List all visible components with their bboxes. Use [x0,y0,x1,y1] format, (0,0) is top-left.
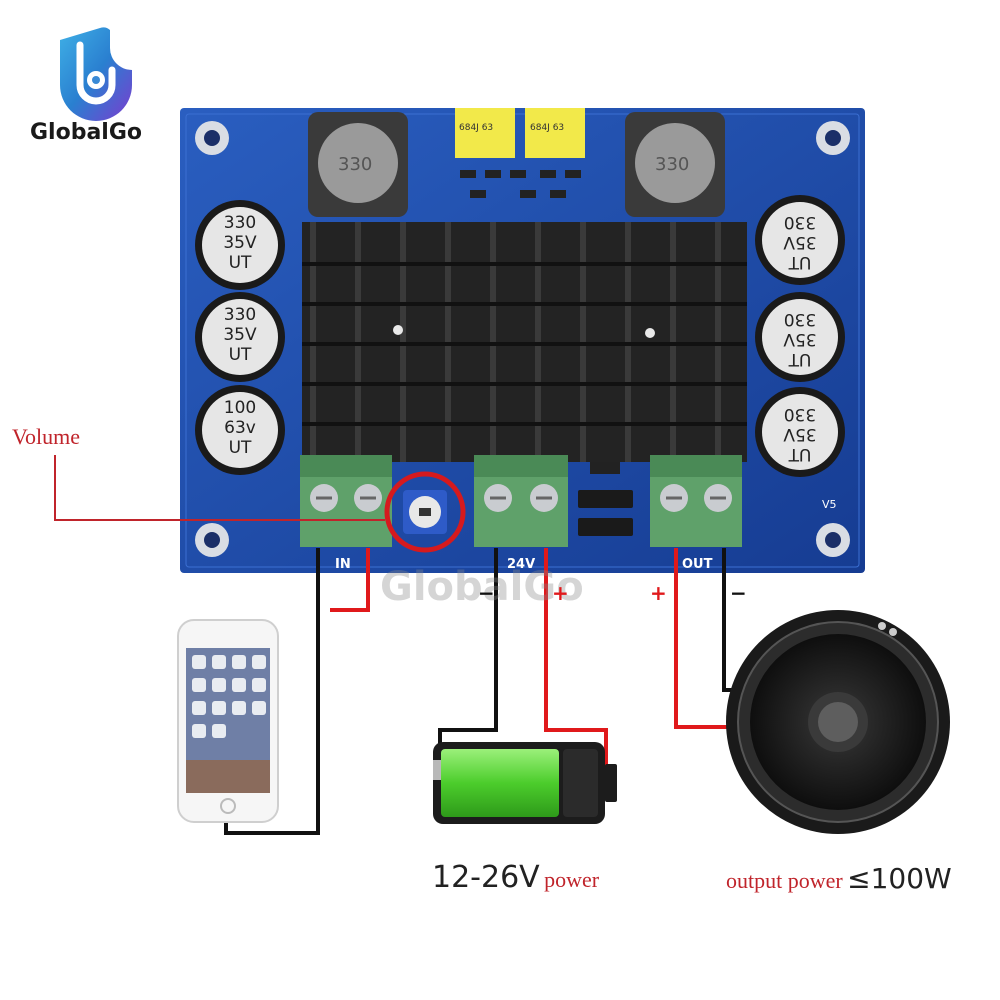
wire-speaker-positive [674,548,748,729]
cap-left-mid-line1: 330 [224,305,256,325]
film-cap-left-marking: 684J 63 [459,123,493,133]
watermark-text: GlobalGo [380,564,584,610]
smd-components [460,170,581,198]
cap-left-top-line3: UT [229,253,252,273]
output-power-value: ≤100W [847,862,952,895]
terminal-block-power [474,455,568,547]
inductor-left-marking: 330 [338,154,372,175]
cap-left-top-line1: 330 [224,213,256,233]
terminal-block-out [650,455,742,547]
brand-logo-icon [60,27,132,122]
terminal-out-label: OUT [682,557,713,572]
cap-right-bot-line3: 330 [784,404,816,424]
speaker-icon [726,610,950,834]
out-plus-mark: + [650,581,667,605]
inductor-right [625,112,725,217]
phone-icon [177,619,279,823]
inductor-right-marking: 330 [655,154,689,175]
potentiometer-icon[interactable] [384,471,466,553]
amplifier-board [180,108,865,573]
cap-markings: 330 35V UT 330 35V UT 100 63v UT UT 35V … [223,212,816,464]
cap-right-bot-line2: 35V [783,424,817,444]
power-plus-mark: + [552,581,569,605]
film-capacitor-left [455,108,515,158]
heatsink [302,222,747,462]
out-minus-mark: − [730,581,747,605]
cap-left-bot-line1: 100 [224,398,256,418]
film-cap-right-marking: 684J 63 [530,123,564,133]
wire-input-signal [330,548,370,612]
volume-leader-line [54,455,385,521]
cap-left-mid-line2: 35V [223,325,257,345]
inductor-left [308,112,408,217]
volume-label: Volume [12,424,81,449]
terminal-block-in [300,455,392,547]
film-capacitor-right [525,108,585,158]
cap-left-bot-line3: UT [229,438,252,458]
cap-left-top-line2: 35V [223,233,257,253]
wire-power-positive [544,548,608,780]
cap-right-mid-line3: 330 [784,309,816,329]
output-caption: output power ≤100W [726,862,952,895]
cap-right-mid-line1: UT [788,349,811,369]
power-voltage: 12-26V [432,860,540,895]
cap-left-bot-line2: 63v [224,418,256,438]
cap-right-bot-line1: UT [788,444,811,464]
electrolytic-capacitors [195,195,845,477]
terminal-in-label: IN [335,557,351,572]
cap-right-top-line3: 330 [784,212,816,232]
silk-v5-label: V5 [822,498,837,511]
cap-right-mid-line2: 35V [783,329,817,349]
mounting-holes [195,121,850,557]
battery-icon [433,742,617,824]
terminal-power-label: 24V [507,557,535,572]
jumpers [578,462,633,536]
output-power-label: output power [726,868,843,893]
power-word: power [544,867,600,892]
brand-name: GlobalGo [30,120,143,145]
cap-left-mid-line3: UT [229,345,252,365]
cap-right-top-line2: 35V [783,232,817,252]
power-minus-mark: − [478,581,495,605]
power-caption: 12-26V power [432,860,599,895]
cap-right-top-line1: UT [788,252,811,272]
